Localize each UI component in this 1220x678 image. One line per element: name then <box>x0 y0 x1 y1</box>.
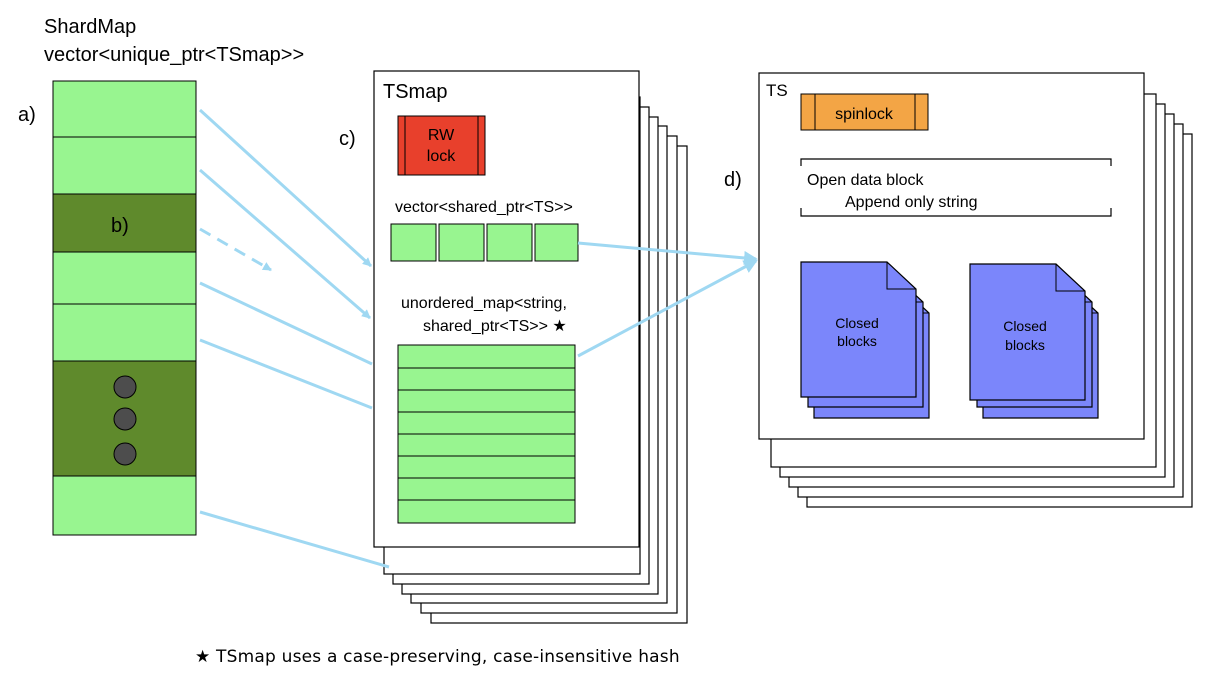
shard-slot <box>52 475 197 536</box>
ellipsis-dot <box>113 375 137 399</box>
closed-block-fold <box>886 262 916 290</box>
vector-cell <box>390 223 437 262</box>
ts-title: TS <box>766 81 788 100</box>
tsmap-content: TSmap c) RW lock vector<shared_ptr<TS>> … <box>339 81 579 524</box>
footnote: ★ TSmap uses a case-preserving, case-ins… <box>195 647 680 667</box>
closed-block-line1: Closed <box>835 315 879 331</box>
open-block-top-bracket <box>800 158 1112 166</box>
closed-block-line2: blocks <box>1005 337 1045 353</box>
closed-block-fold <box>1055 264 1085 292</box>
map-bucket <box>397 499 576 524</box>
shard-slot-highlighted <box>52 193 197 253</box>
vector-cell <box>438 223 485 262</box>
ts-content: TS d) spinlock Open data block Append on… <box>724 81 1112 419</box>
spinlock: spinlock <box>800 93 929 131</box>
shard-slot <box>52 80 197 138</box>
open-block-bottom-bracket <box>800 208 1112 217</box>
map-label-line1: unordered_map<string, <box>401 295 567 312</box>
ellipsis-dot <box>113 407 137 431</box>
map-bucket <box>397 367 576 391</box>
vector-label: vector<shared_ptr<TS>> <box>395 199 573 216</box>
open-block-line2: Append only string <box>845 194 978 211</box>
rw-lock-line2: lock <box>427 148 456 165</box>
closed-blocks-group-2: Closed blocks <box>969 263 1099 419</box>
ts-vector <box>390 223 579 262</box>
shardmap-type-label: vector<unique_ptr<TSmap>> <box>44 44 304 66</box>
ts-unordered-map <box>397 344 576 524</box>
rw-lock: RW lock <box>397 115 486 176</box>
shardmap-title: ShardMap <box>44 16 136 38</box>
map-bucket <box>397 411 576 435</box>
ellipsis-dot <box>113 442 137 466</box>
spinlock-label: spinlock <box>835 106 894 123</box>
map-label-line2: shared_ptr<TS>> ★ <box>423 318 567 335</box>
shard-to-tsmap-arrow <box>199 168 371 320</box>
map-bucket <box>397 389 576 413</box>
closed-block-line1: Closed <box>1003 318 1047 334</box>
vector-to-ts-arrow <box>577 241 758 265</box>
spinlock-box <box>800 93 929 131</box>
shard-to-tsmap-arrow <box>198 108 373 268</box>
shard-to-tsmap-line <box>199 510 390 569</box>
closed-blocks-group-1: Closed blocks <box>800 261 930 419</box>
shard-to-tsmap-line <box>199 338 373 410</box>
map-bucket <box>397 433 576 457</box>
map-to-ts-arrow <box>577 259 758 358</box>
marker-c: c) <box>339 128 356 150</box>
marker-d: d) <box>724 169 742 191</box>
vector-cell <box>486 223 533 262</box>
closed-block-page <box>800 261 917 398</box>
shard-to-tsmap-line <box>199 281 373 366</box>
shard-slot <box>52 251 197 305</box>
vector-cell <box>534 223 579 262</box>
null-shard-dashed-arrow <box>199 227 272 272</box>
rw-lock-line1: RW <box>428 127 455 144</box>
open-block-line1: Open data block <box>807 172 925 189</box>
map-bucket <box>397 477 576 501</box>
marker-a: a) <box>18 104 36 126</box>
map-bucket <box>397 455 576 479</box>
closed-block-line2: blocks <box>837 333 877 349</box>
shard-slot <box>52 136 197 195</box>
pointer-arrows <box>198 108 758 569</box>
shardmap-vector <box>52 80 197 536</box>
rw-lock-box <box>397 115 486 176</box>
tsmap-title: TSmap <box>383 81 447 103</box>
shard-slot <box>52 303 197 362</box>
map-bucket <box>397 344 576 369</box>
marker-b: b) <box>111 215 129 237</box>
open-data-block: Open data block Append only string <box>800 158 1112 217</box>
shardmap-section: ShardMap vector<unique_ptr<TSmap>> a) b) <box>18 16 304 536</box>
closed-block-page <box>969 263 1086 401</box>
